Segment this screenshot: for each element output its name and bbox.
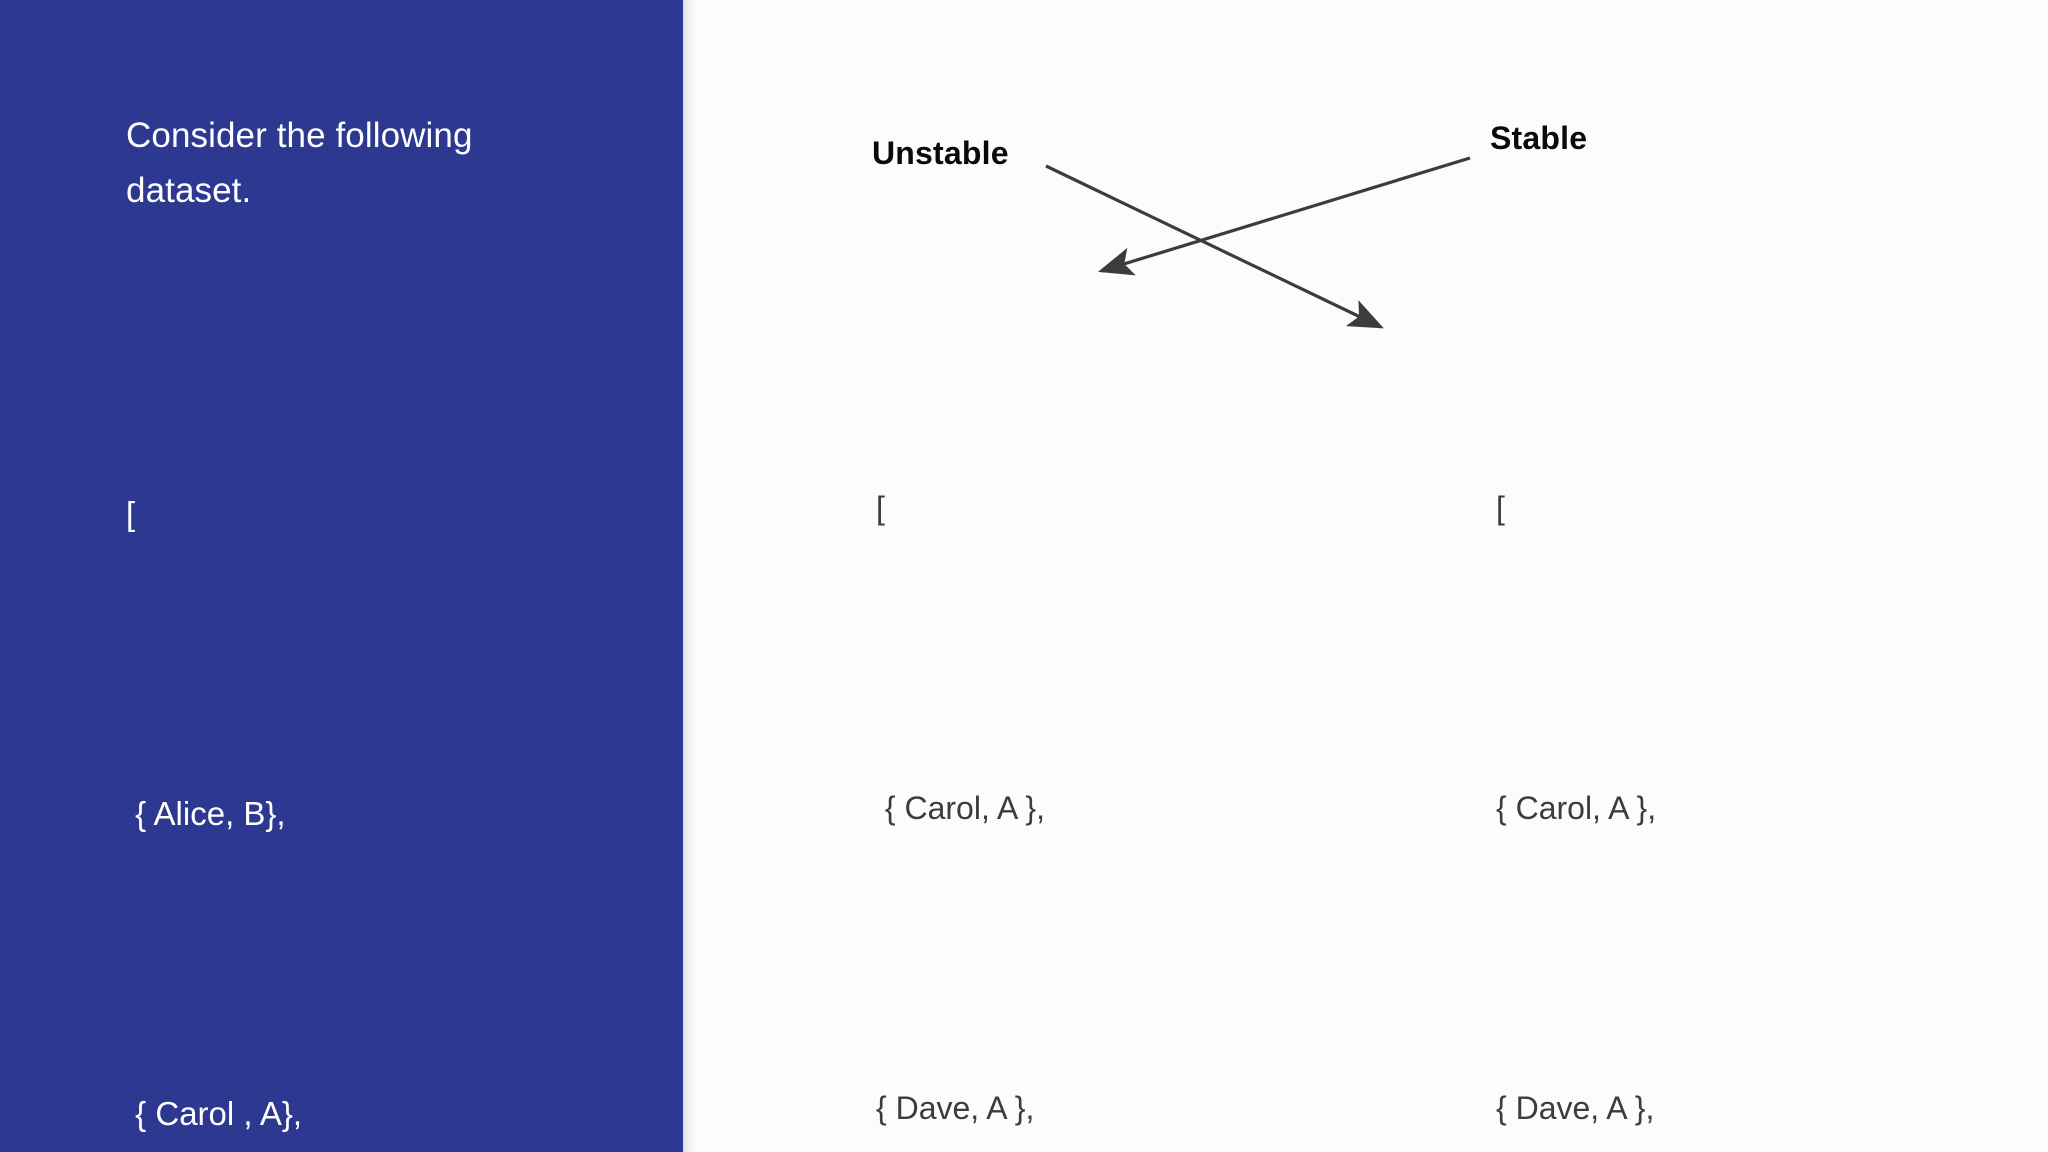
panel-edge-shadow	[683, 0, 697, 1152]
stable-open-bracket: [	[1496, 490, 1505, 526]
dataset-entry: { Carol , A},	[126, 1095, 303, 1132]
stable-column-title: Stable	[1490, 120, 1588, 156]
dataset-open-bracket: [	[126, 495, 136, 532]
left-blue-panel	[0, 0, 683, 1152]
dataset-code-block: [ { Alice, B}, { Carol , A}, { Dave, A }…	[126, 264, 302, 1152]
stable-entry: { Carol, A },	[1496, 790, 1657, 826]
unstable-open-bracket: [	[876, 490, 885, 526]
stable-entry: { Dave, A },	[1496, 1090, 1655, 1126]
stable-result-list: [ { Carol, A }, { Dave, A }, { Ken, A } …	[1496, 258, 1656, 1152]
arrow-stable-to-unstable-column	[1097, 156, 1471, 276]
unstable-result-list: [ { Carol, A }, { Dave, A }, { Ken, A } …	[876, 258, 1045, 1152]
arrow-unstable-to-stable-column	[1045, 164, 1384, 329]
unstable-entry: { Carol, A },	[876, 790, 1045, 826]
unstable-entry: { Dave, A },	[876, 1090, 1035, 1126]
dataset-entry: { Alice, B},	[126, 795, 286, 832]
page-title: Consider the following dataset.	[126, 116, 473, 210]
unstable-column-title: Unstable	[872, 135, 1009, 171]
